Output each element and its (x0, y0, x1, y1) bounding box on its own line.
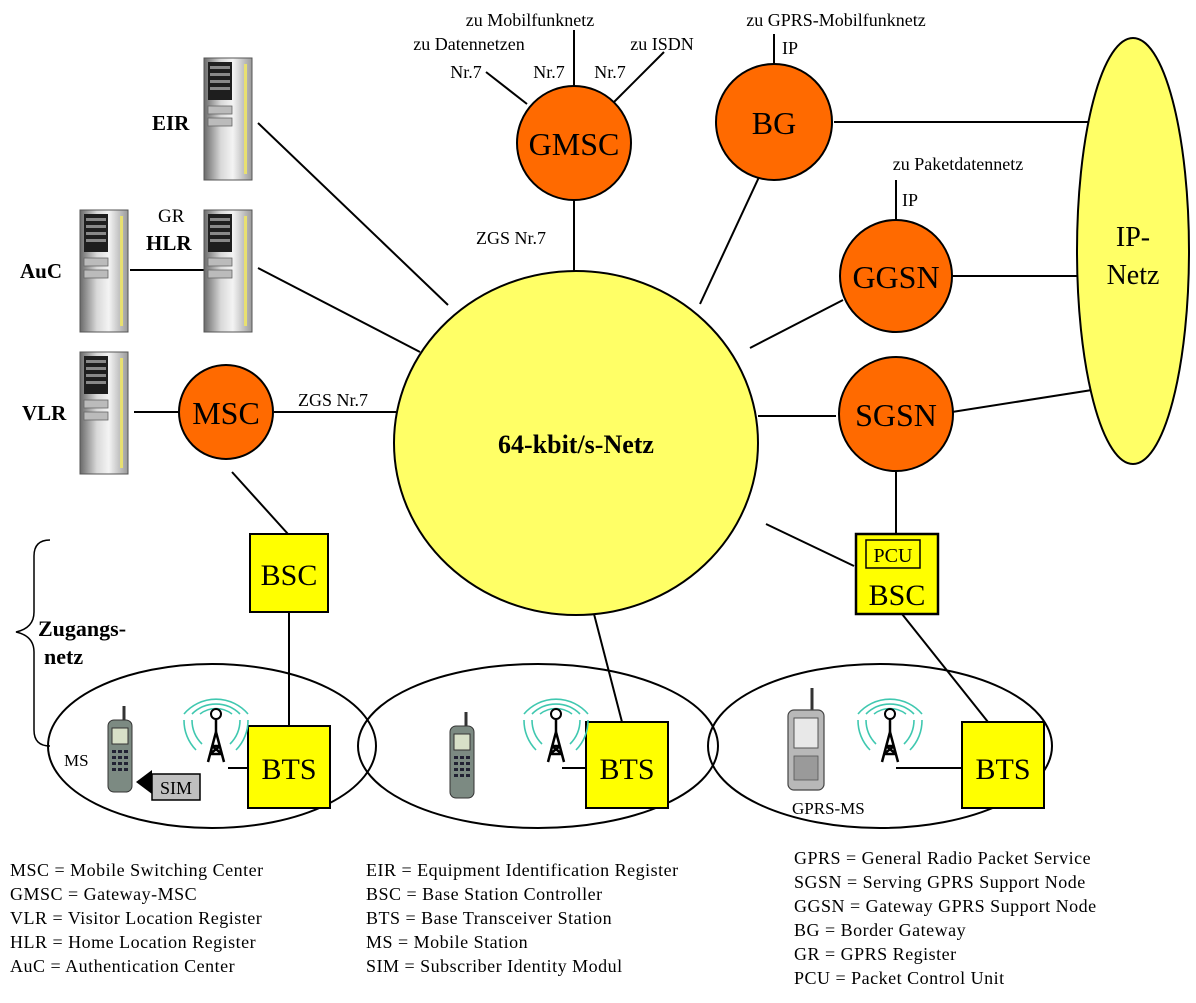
sim-box (151, 773, 201, 801)
gmsc-node (516, 85, 632, 201)
line-hlr-core (257, 267, 421, 353)
legend-item: BTS = Base Transceiver Station (366, 908, 613, 928)
to-isdn-label: zu ISDN (630, 34, 694, 54)
phone-cell2-icon (448, 710, 476, 800)
msc-node (178, 364, 274, 460)
ggsn-node (839, 219, 953, 333)
to-mobile-network-label: zu Mobilfunknetz (466, 10, 594, 30)
legend-item: MS = Mobile Station (366, 932, 529, 952)
bts-1-label: BTS (261, 753, 316, 786)
access-network-label-line2: netz (44, 644, 83, 669)
bsc-left-label: BSC (261, 559, 318, 592)
ip-network-label-line2: Netz (1107, 260, 1160, 291)
vlr-server-icon (79, 351, 129, 475)
connection-lines (130, 30, 1093, 769)
legend-item: GR = GPRS Register (794, 944, 957, 964)
cell-3 (707, 663, 1053, 829)
gr-label: GR (158, 206, 185, 227)
line-core-bts2 (593, 613, 623, 723)
legend-item: EIR = Equipment Identification Register (366, 860, 679, 880)
nr7-mobile-label: Nr.7 (533, 62, 565, 82)
legend-item: BG = Border Gateway (794, 920, 967, 940)
antenna-2-icon (522, 697, 590, 764)
access-network-label-line1: Zugangs- (38, 616, 126, 641)
legend-column-3: GPRS = General Radio Packet Service SGSN… (794, 846, 1097, 990)
legend-item: SIM = Subscriber Identity Modul (366, 956, 623, 976)
bsc-left-box (249, 533, 329, 613)
line-eir-core (257, 122, 449, 306)
nr7-data-label: Nr.7 (450, 62, 482, 82)
bts-2-box (585, 721, 669, 809)
bg-node (715, 63, 833, 181)
bts-1-box (247, 725, 331, 809)
eir-server-icon (203, 57, 253, 181)
legend-item: MSC = Mobile Switching Center (10, 860, 264, 880)
legend-column-1: MSC = Mobile Switching Center GMSC = Gat… (10, 858, 264, 978)
ip-network-label-line1: IP- (1116, 222, 1150, 253)
nr7-isdn-label: Nr.7 (594, 62, 626, 82)
legend-item: GMSC = Gateway-MSC (10, 884, 198, 904)
line-gmsc-data (485, 71, 528, 105)
line-msc-bsc (231, 471, 289, 535)
legend-item: SGSN = Serving GPRS Support Node (794, 872, 1086, 892)
core-network-label: 64-kbit/s-Netz (498, 430, 654, 459)
sgsn-label: SGSN (855, 397, 937, 433)
legend-item: BSC = Base Station Controller (366, 884, 603, 904)
access-network-brace (15, 539, 51, 747)
to-packet-data-network-label: zu Paketdatennetz (893, 154, 1023, 174)
eir-label: EIR (152, 111, 190, 135)
legend-item: GGSN = Gateway GPRS Support Node (794, 896, 1097, 916)
legend-item: AuC = Authentication Center (10, 956, 236, 976)
line-bg-core (699, 161, 767, 305)
legend-column-2: EIR = Equipment Identification Register … (366, 858, 679, 978)
ip-network (1076, 37, 1190, 465)
ms-phone-icon (106, 704, 134, 794)
gprs-ms-label: GPRS-MS (792, 799, 865, 818)
auc-server-icon (79, 209, 129, 333)
sim-label: SIM (160, 778, 192, 798)
ggsn-label: GGSN (852, 259, 939, 295)
line-core-bsc-right (765, 523, 855, 567)
legend-item: PCU = Packet Control Unit (794, 968, 1005, 988)
auc-label: AuC (20, 259, 62, 283)
pcu-label: PCU (874, 545, 913, 567)
sim-arrow-icon (136, 770, 152, 794)
ggsn-ip-label: IP (902, 190, 918, 210)
sgsn-node (838, 356, 954, 472)
legend-item: VLR = Visitor Location Register (10, 908, 263, 928)
gmsc-label: GMSC (529, 126, 620, 162)
legend-item: HLR = Home Location Register (10, 932, 257, 952)
bg-ip-label: IP (782, 38, 798, 58)
line-gmsc-isdn (611, 51, 665, 105)
zgs-gmsc-label: ZGS Nr.7 (476, 228, 546, 248)
line-bsc-bts3 (901, 613, 989, 723)
bts-3-box (961, 721, 1045, 809)
msc-label: MSC (192, 395, 260, 431)
to-data-networks-label: zu Datennetzen (413, 34, 524, 54)
pcu-box (865, 539, 921, 569)
bg-label: BG (752, 105, 796, 141)
bsc-right-label: BSC (869, 579, 926, 612)
bts-2-label: BTS (599, 753, 654, 786)
line-sgsn-ipnet (951, 389, 1093, 413)
line-ggsn-core (749, 299, 844, 349)
hlr-server-icon (203, 209, 253, 333)
ms-label: MS (64, 751, 89, 770)
legend-item: GPRS = General Radio Packet Service (794, 848, 1092, 868)
zgs-msc-label: ZGS Nr.7 (298, 390, 368, 410)
to-gprs-mobile-network-label: zu GPRS-Mobilfunknetz (746, 10, 926, 30)
bts-3-label: BTS (975, 753, 1030, 786)
hlr-label: HLR (146, 231, 192, 255)
vlr-label: VLR (22, 401, 67, 425)
antenna-3-icon (856, 697, 924, 764)
cell-2 (357, 663, 719, 829)
core-network (393, 270, 759, 616)
gprs-ms-phone-icon (787, 688, 825, 791)
antenna-1-icon (182, 697, 250, 764)
